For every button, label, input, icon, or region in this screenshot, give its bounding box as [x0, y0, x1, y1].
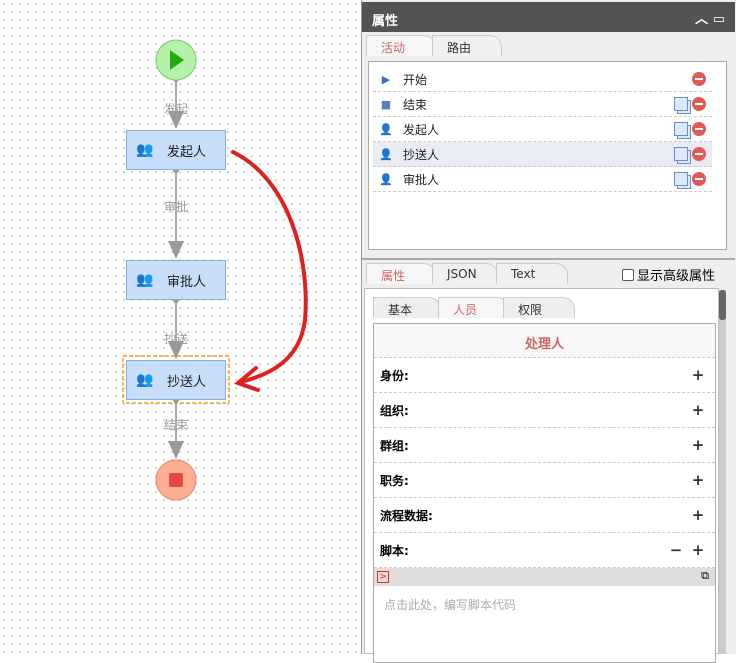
stop-icon: [169, 473, 183, 487]
tab-text[interactable]: Text: [496, 263, 568, 284]
handler-form: 处理人 身份:+ 组织:+ 群组:+ 职务:+ 流程数据:+ 脚本:−+ >⧉ …: [373, 323, 716, 663]
panel-header: 属性 ︿ ▭: [362, 2, 735, 32]
form-title: 处理人: [374, 324, 715, 358]
flow-connectors: [122, 39, 308, 501]
list-item[interactable]: ▶开始: [373, 67, 712, 92]
add-icon[interactable]: +: [691, 436, 705, 454]
maximize-icon[interactable]: ▭: [712, 12, 725, 27]
node-approver[interactable]: 👥审批人: [126, 260, 226, 300]
field-org: 组织:+: [374, 393, 715, 428]
collapse-icon[interactable]: ︿: [695, 12, 709, 27]
square-icon: ■: [380, 97, 392, 111]
add-icon[interactable]: +: [691, 541, 705, 559]
add-icon[interactable]: +: [691, 366, 705, 384]
tab-personnel[interactable]: 人员: [438, 297, 510, 318]
delete-icon[interactable]: [692, 97, 706, 111]
tab-json[interactable]: JSON: [432, 263, 498, 284]
users-icon: 👥: [136, 142, 154, 158]
tab-basic[interactable]: 基本: [373, 297, 441, 318]
edge-label[interactable]: 抄送: [163, 332, 188, 346]
copy-icon[interactable]: [674, 147, 688, 161]
node-cc[interactable]: 👥抄送人: [126, 360, 226, 400]
users-icon: 👥: [136, 272, 154, 288]
properties-panel: 属性 ︿ ▭ 活动 路由 ▶开始 ■结束 👤发起人 👤抄送人 👤审批人 属性 J…: [361, 0, 736, 663]
list-item[interactable]: ■结束: [373, 92, 712, 117]
script-icon[interactable]: >: [377, 571, 389, 583]
edge-label[interactable]: 审批: [163, 200, 188, 214]
play-icon: ▶: [381, 72, 391, 86]
checkbox[interactable]: [622, 268, 634, 281]
delete-icon[interactable]: [692, 172, 706, 186]
selection-outline: [122, 355, 230, 404]
edge-label[interactable]: 结束: [163, 418, 188, 432]
edge-label[interactable]: 发起: [163, 102, 188, 116]
tab-permissions[interactable]: 权限: [503, 297, 575, 318]
script-toolbar: >⧉: [374, 568, 715, 586]
user-icon: 👤: [379, 172, 393, 186]
play-icon: [170, 50, 184, 70]
copy-icon[interactable]: [674, 172, 688, 186]
field-duty: 职务:+: [374, 463, 715, 498]
tab-properties[interactable]: 属性: [366, 263, 436, 284]
script-editor[interactable]: 点击此处，编写脚本代码: [384, 598, 517, 612]
advanced-toggle[interactable]: 显示高级属性: [622, 265, 715, 284]
add-icon[interactable]: +: [691, 401, 705, 419]
add-icon[interactable]: +: [691, 506, 705, 524]
field-process-data: 流程数据:+: [374, 498, 715, 533]
field-script: 脚本:−+: [374, 533, 715, 568]
list-item[interactable]: 👤抄送人: [373, 142, 712, 167]
tab-route[interactable]: 路由: [432, 35, 502, 56]
restore-icon[interactable]: ⧉: [701, 569, 709, 582]
annotation-arrow: [231, 150, 308, 384]
delete-icon[interactable]: [692, 147, 706, 161]
field-group: 群组:+: [374, 428, 715, 463]
list-item[interactable]: 👤发起人: [373, 117, 712, 142]
delete-icon[interactable]: [692, 122, 706, 136]
field-identity: 身份:+: [374, 358, 715, 393]
activity-list: ▶开始 ■结束 👤发起人 👤抄送人 👤审批人: [368, 61, 727, 250]
minus-icon[interactable]: −: [669, 541, 683, 559]
copy-icon[interactable]: [674, 122, 688, 136]
list-item[interactable]: 👤审批人: [373, 167, 712, 192]
flow-canvas[interactable]: 发起 审批 抄送 结束 👥发起人 👥审批人 👥抄送人: [0, 0, 360, 654]
add-icon[interactable]: +: [691, 471, 705, 489]
delete-icon[interactable]: [692, 72, 706, 86]
tab-activity[interactable]: 活动: [366, 35, 436, 56]
copy-icon[interactable]: [674, 97, 688, 111]
properties-body: 基本 人员 权限 处理人 身份:+ 组织:+ 群组:+ 职务:+ 流程数据:+ …: [364, 288, 719, 663]
node-initiator[interactable]: 👥发起人: [126, 130, 226, 170]
user-icon: 👤: [379, 122, 393, 136]
users-icon: 👥: [136, 372, 154, 388]
scrollbar[interactable]: [719, 290, 726, 654]
user-icon: 👤: [379, 147, 393, 161]
